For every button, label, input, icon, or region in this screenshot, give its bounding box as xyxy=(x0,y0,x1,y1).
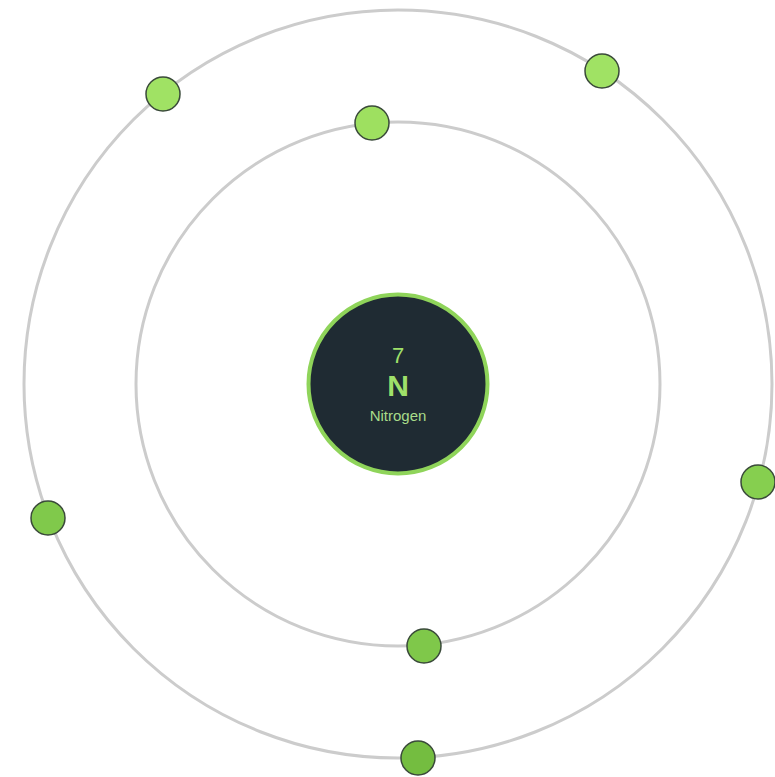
electron xyxy=(407,629,441,663)
element-symbol: N xyxy=(387,369,409,404)
nucleus: 7N Nitrogen xyxy=(306,292,490,476)
electron xyxy=(585,54,619,88)
outer-orbit xyxy=(24,10,772,758)
electron xyxy=(741,465,775,499)
electron xyxy=(31,501,65,535)
electron xyxy=(401,741,435,775)
electron xyxy=(355,106,389,140)
electron xyxy=(146,77,180,111)
atomic-number: 7 xyxy=(392,343,404,368)
element-name: Nitrogen xyxy=(370,407,427,424)
inner-orbit xyxy=(136,122,660,646)
